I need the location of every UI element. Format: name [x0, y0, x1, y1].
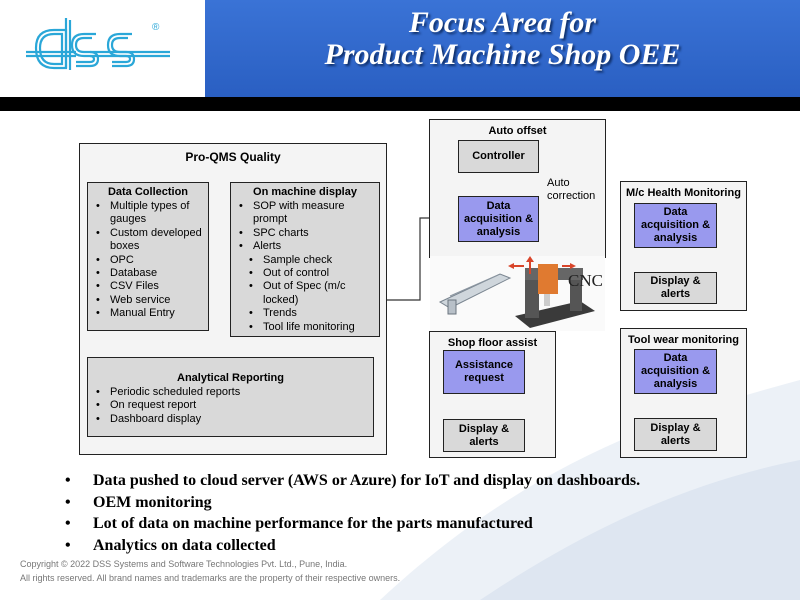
list-item: OPC: [96, 254, 208, 268]
list-subitem: Trends: [249, 307, 379, 321]
auto-offset-daq-box: Data acquisition & analysis: [458, 196, 539, 242]
list-item: CSV Files: [96, 280, 208, 294]
proqms-quality-box: Pro-QMS Quality Data Collection Multiple…: [79, 143, 387, 455]
shop-floor-assist-title: Shop floor assist: [447, 337, 538, 349]
auto-correction-label: Auto correction: [547, 177, 596, 202]
analytical-reporting-list: Periodic scheduled reports On request re…: [88, 386, 373, 427]
list-item: Dashboard display: [96, 413, 373, 427]
shop-floor-display-box: Display & alerts: [443, 419, 525, 452]
rights-line: All rights reserved. All brand names and…: [20, 573, 401, 583]
title-line-2: Product Machine Shop OEE: [324, 38, 681, 71]
analytical-reporting-box: Analytical Reporting Periodic scheduled …: [87, 357, 374, 437]
bullet-item: OEM monitoring: [65, 492, 640, 514]
proqms-title: Pro-QMS Quality: [185, 150, 281, 164]
data-collection-box: Data Collection Multiple types of gauges…: [87, 182, 209, 331]
on-machine-display-list: SOP with measure prompt SPC charts Alert…: [231, 200, 379, 334]
on-machine-display-title: On machine display: [253, 186, 357, 198]
mc-health-display-box: Display & alerts: [634, 272, 717, 304]
data-collection-list: Multiple types of gauges Custom develope…: [88, 200, 208, 321]
list-item: Manual Entry: [96, 307, 208, 321]
list-item: SOP with measure prompt: [239, 200, 379, 227]
summary-bullets: Data pushed to cloud server (AWS or Azur…: [65, 470, 640, 556]
mc-health-daq-box: Data acquisition & analysis: [634, 203, 717, 248]
list-subitem: Tool life monitoring: [249, 321, 379, 335]
on-machine-display-box: On machine display SOP with measure prom…: [230, 182, 380, 337]
list-item: Custom developed boxes: [96, 227, 208, 254]
list-subitem: Out of control: [249, 267, 379, 281]
title-line-1: Focus Area for: [408, 6, 597, 39]
list-item: Web service: [96, 294, 208, 308]
data-collection-title: Data Collection: [107, 186, 189, 198]
header-band: [205, 0, 800, 97]
bullet-item: Analytics on data collected: [65, 535, 640, 557]
list-item: Multiple types of gauges: [96, 200, 208, 227]
mc-health-title: M/c Health Monitoring: [626, 187, 741, 199]
copyright-line: Copyright © 2022 DSS Systems and Softwar…: [20, 559, 348, 569]
list-item: Database: [96, 267, 208, 281]
assistance-request-box: Assistance request: [443, 350, 525, 394]
bullet-item: Data pushed to cloud server (AWS or Azur…: [65, 470, 640, 492]
cnc-label: CNC: [568, 271, 603, 290]
tool-wear-title: Tool wear monitoring: [627, 334, 739, 346]
bullet-item: Lot of data on machine performance for t…: [65, 513, 640, 535]
controller-box: Controller: [458, 140, 539, 173]
analytical-reporting-title: Analytical Reporting: [177, 372, 284, 384]
list-item: On request report: [96, 399, 373, 413]
list-item: SPC charts: [239, 227, 379, 241]
registered-mark: ®: [152, 22, 160, 33]
tool-wear-display-box: Display & alerts: [634, 418, 717, 451]
list-subitem: Out of Spec (m/c locked): [249, 280, 379, 307]
dss-logo: ®: [26, 18, 170, 70]
list-item: Periodic scheduled reports: [96, 386, 373, 400]
auto-offset-title: Auto offset: [488, 125, 547, 137]
header-divider: [0, 97, 800, 111]
cnc-machine-illustration: [430, 256, 605, 331]
list-item: Alerts: [239, 240, 379, 254]
tool-wear-daq-box: Data acquisition & analysis: [634, 349, 717, 394]
list-subitem: Sample check: [249, 254, 379, 268]
